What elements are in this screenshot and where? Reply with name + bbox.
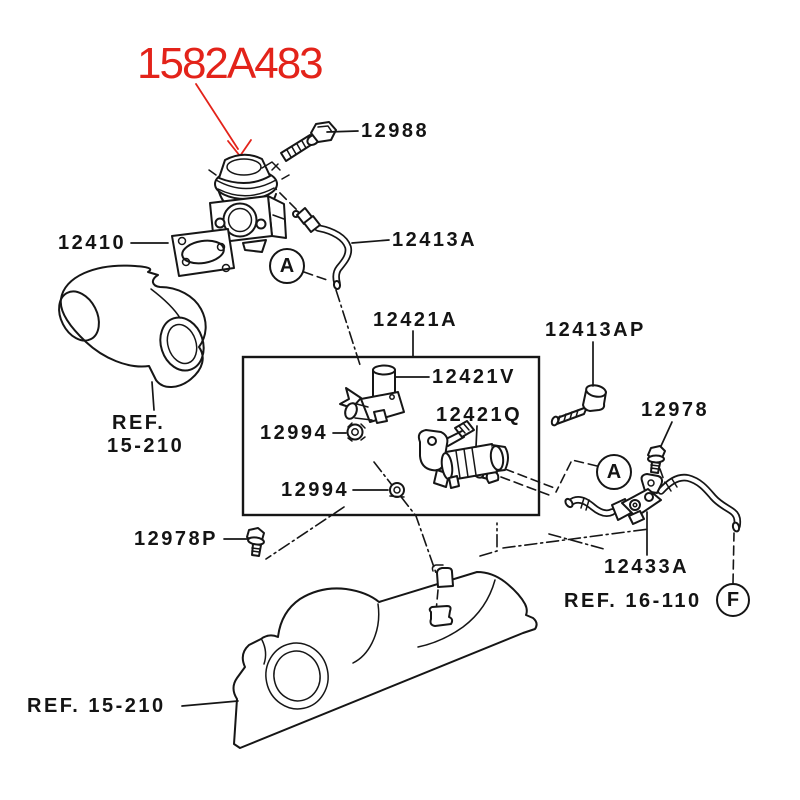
balloon-a-top: A	[269, 248, 305, 284]
part-label-12421v: 12421V	[432, 366, 516, 388]
part-label-12994-upper: 12994	[260, 422, 329, 444]
bolt-12978p-drawing	[246, 527, 265, 557]
nut-12994-upper-drawing	[346, 422, 366, 442]
pipe-12413a-drawing	[292, 207, 353, 290]
valve-12421v-drawing	[339, 364, 405, 424]
part-label-12410: 12410	[58, 232, 127, 254]
balloon-a-right: A	[596, 454, 632, 490]
part-label-12988: 12988	[361, 120, 430, 142]
part-label-12994-lower: 12994	[281, 479, 350, 501]
part-label-12421q: 12421Q	[436, 404, 523, 426]
part-label-12978p: 12978P	[134, 528, 218, 550]
part-label-12421a: 12421A	[373, 309, 459, 331]
callout-1582a483: 1582A483	[137, 39, 324, 88]
part-label-12413ap: 12413AP	[545, 319, 646, 341]
intake-manifold-drawing	[232, 571, 538, 749]
bolt-12988-drawing	[280, 121, 337, 162]
part-label-12978: 12978	[641, 399, 710, 421]
ref-label-15-210-mid-line1: REF.	[112, 412, 166, 434]
bolt-12978-drawing	[647, 445, 666, 474]
gasket-12410-drawing	[171, 228, 235, 277]
red-callout-arrow	[195, 83, 252, 158]
label-leader-lines	[130, 130, 673, 707]
assembly-dash-lines	[265, 182, 735, 613]
nut-12994-lower-drawing	[389, 482, 405, 498]
ref-label-15-210-mid: REF. 15-210	[107, 412, 184, 458]
ref-label-16-110: REF. 16-110	[564, 590, 702, 612]
hose-assembly-12433a-drawing	[564, 473, 742, 533]
part-label-12413a: 12413A	[392, 229, 478, 251]
ref-label-15-210-bottom: REF. 15-210	[27, 695, 166, 717]
balloon-f: F	[716, 583, 750, 617]
elbow-pipe-drawing	[58, 264, 207, 388]
manifold-bosses-drawing	[428, 564, 454, 627]
pin-12413ap-drawing	[550, 384, 607, 427]
ref-label-15-210-mid-line2: 15-210	[107, 435, 185, 457]
part-label-12433a: 12433A	[604, 556, 690, 578]
valve-12421q-drawing	[440, 443, 509, 489]
